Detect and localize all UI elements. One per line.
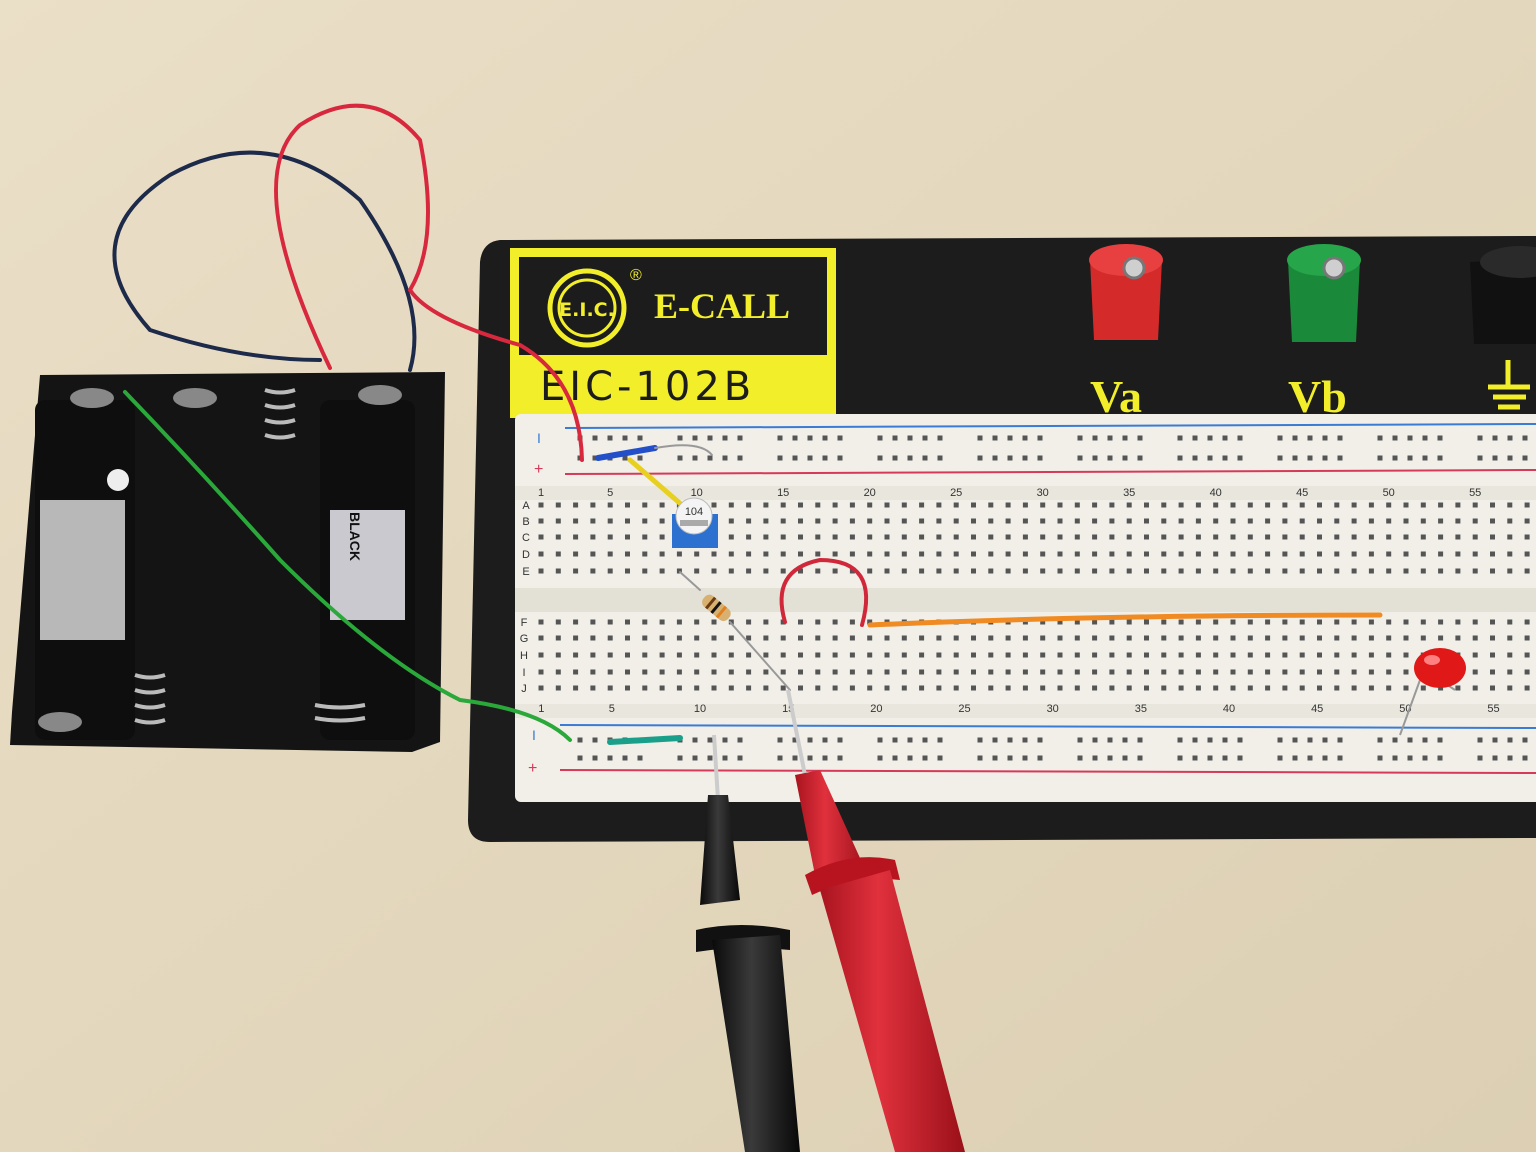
red-loop-jumper [779,557,869,627]
row-letter: H [520,650,528,662]
brand-logo: E.I.C. ® E-CALL EIC-102B [510,248,836,418]
terminal-vb-label: Vb [1288,371,1347,422]
black-battery-wire [112,150,417,372]
row-letter: D [522,549,530,561]
logo-registered: ® [630,267,642,284]
terminal-va[interactable]: Va [1089,244,1163,422]
column-number-top: 50 [1383,487,1395,499]
column-number-bottom: 30 [1047,703,1059,715]
breadboard: I + I + 11551010151520202525303035354040… [515,414,1536,802]
blue-jumper [595,445,658,461]
column-number-top: 15 [777,487,789,499]
column-number-bottom: 55 [1487,703,1499,715]
row-letter: G [520,633,529,645]
column-number-bottom: 20 [870,703,882,715]
top-rail-plus-label: + [534,461,543,478]
potentiometer-label: 104 [685,506,703,518]
column-number-top: 10 [691,487,703,499]
ground-symbol-icon [1488,360,1530,410]
column-number-top: 20 [864,487,876,499]
terminal-ground[interactable] [1470,246,1536,410]
row-letter: I [522,667,525,679]
column-number-bottom: 1 [538,703,544,715]
logo-brand: E-CALL [654,286,790,326]
row-letter: A [522,500,530,512]
row-letter: C [522,532,530,544]
led [1399,648,1466,736]
green-battery-wire [123,390,572,742]
column-number-top: 45 [1296,487,1308,499]
potentiometer[interactable]: 104 [672,497,718,548]
terminal-va-label: Va [1090,371,1142,422]
column-number-top: 5 [607,487,613,499]
battery-label: BLACK [347,512,363,561]
black-probe[interactable] [696,734,800,1152]
teal-jumper [607,735,683,745]
row-letter: B [522,516,529,528]
wires [112,103,1383,745]
bottom-rail-plus-label: + [528,760,537,777]
column-number-top: 35 [1123,487,1135,499]
column-number-top: 40 [1210,487,1222,499]
bottom-rail-minus-label: I [532,727,536,743]
top-rail-minus-label: I [537,430,541,446]
terminal-vb[interactable]: Vb [1287,244,1361,422]
battery-springs [134,388,366,725]
row-letter: F [521,617,528,629]
column-number-top: 55 [1469,487,1481,499]
column-number-bottom: 35 [1135,703,1147,715]
row-letter: E [522,566,529,578]
battery-left-label [40,500,125,640]
battery-holder: BLACK [10,372,445,752]
column-number-bottom: 40 [1223,703,1235,715]
row-letter: J [521,683,527,695]
red-probe[interactable] [786,689,965,1152]
column-number-top: 25 [950,487,962,499]
red-battery-wire [274,103,584,462]
resistor-leads [679,571,791,691]
yellow-jumper [627,457,693,515]
column-number-bottom: 10 [694,703,706,715]
column-number-bottom: 25 [958,703,970,715]
logo-emblem: E.I.C. [559,299,615,321]
column-number-bottom: 45 [1311,703,1323,715]
column-number-top: 30 [1037,487,1049,499]
column-number-bottom: 5 [609,703,615,715]
logo-model: EIC-102B [540,364,755,410]
resistor [702,594,731,622]
column-number-top: 1 [538,487,544,499]
orange-jumper [867,612,1383,628]
